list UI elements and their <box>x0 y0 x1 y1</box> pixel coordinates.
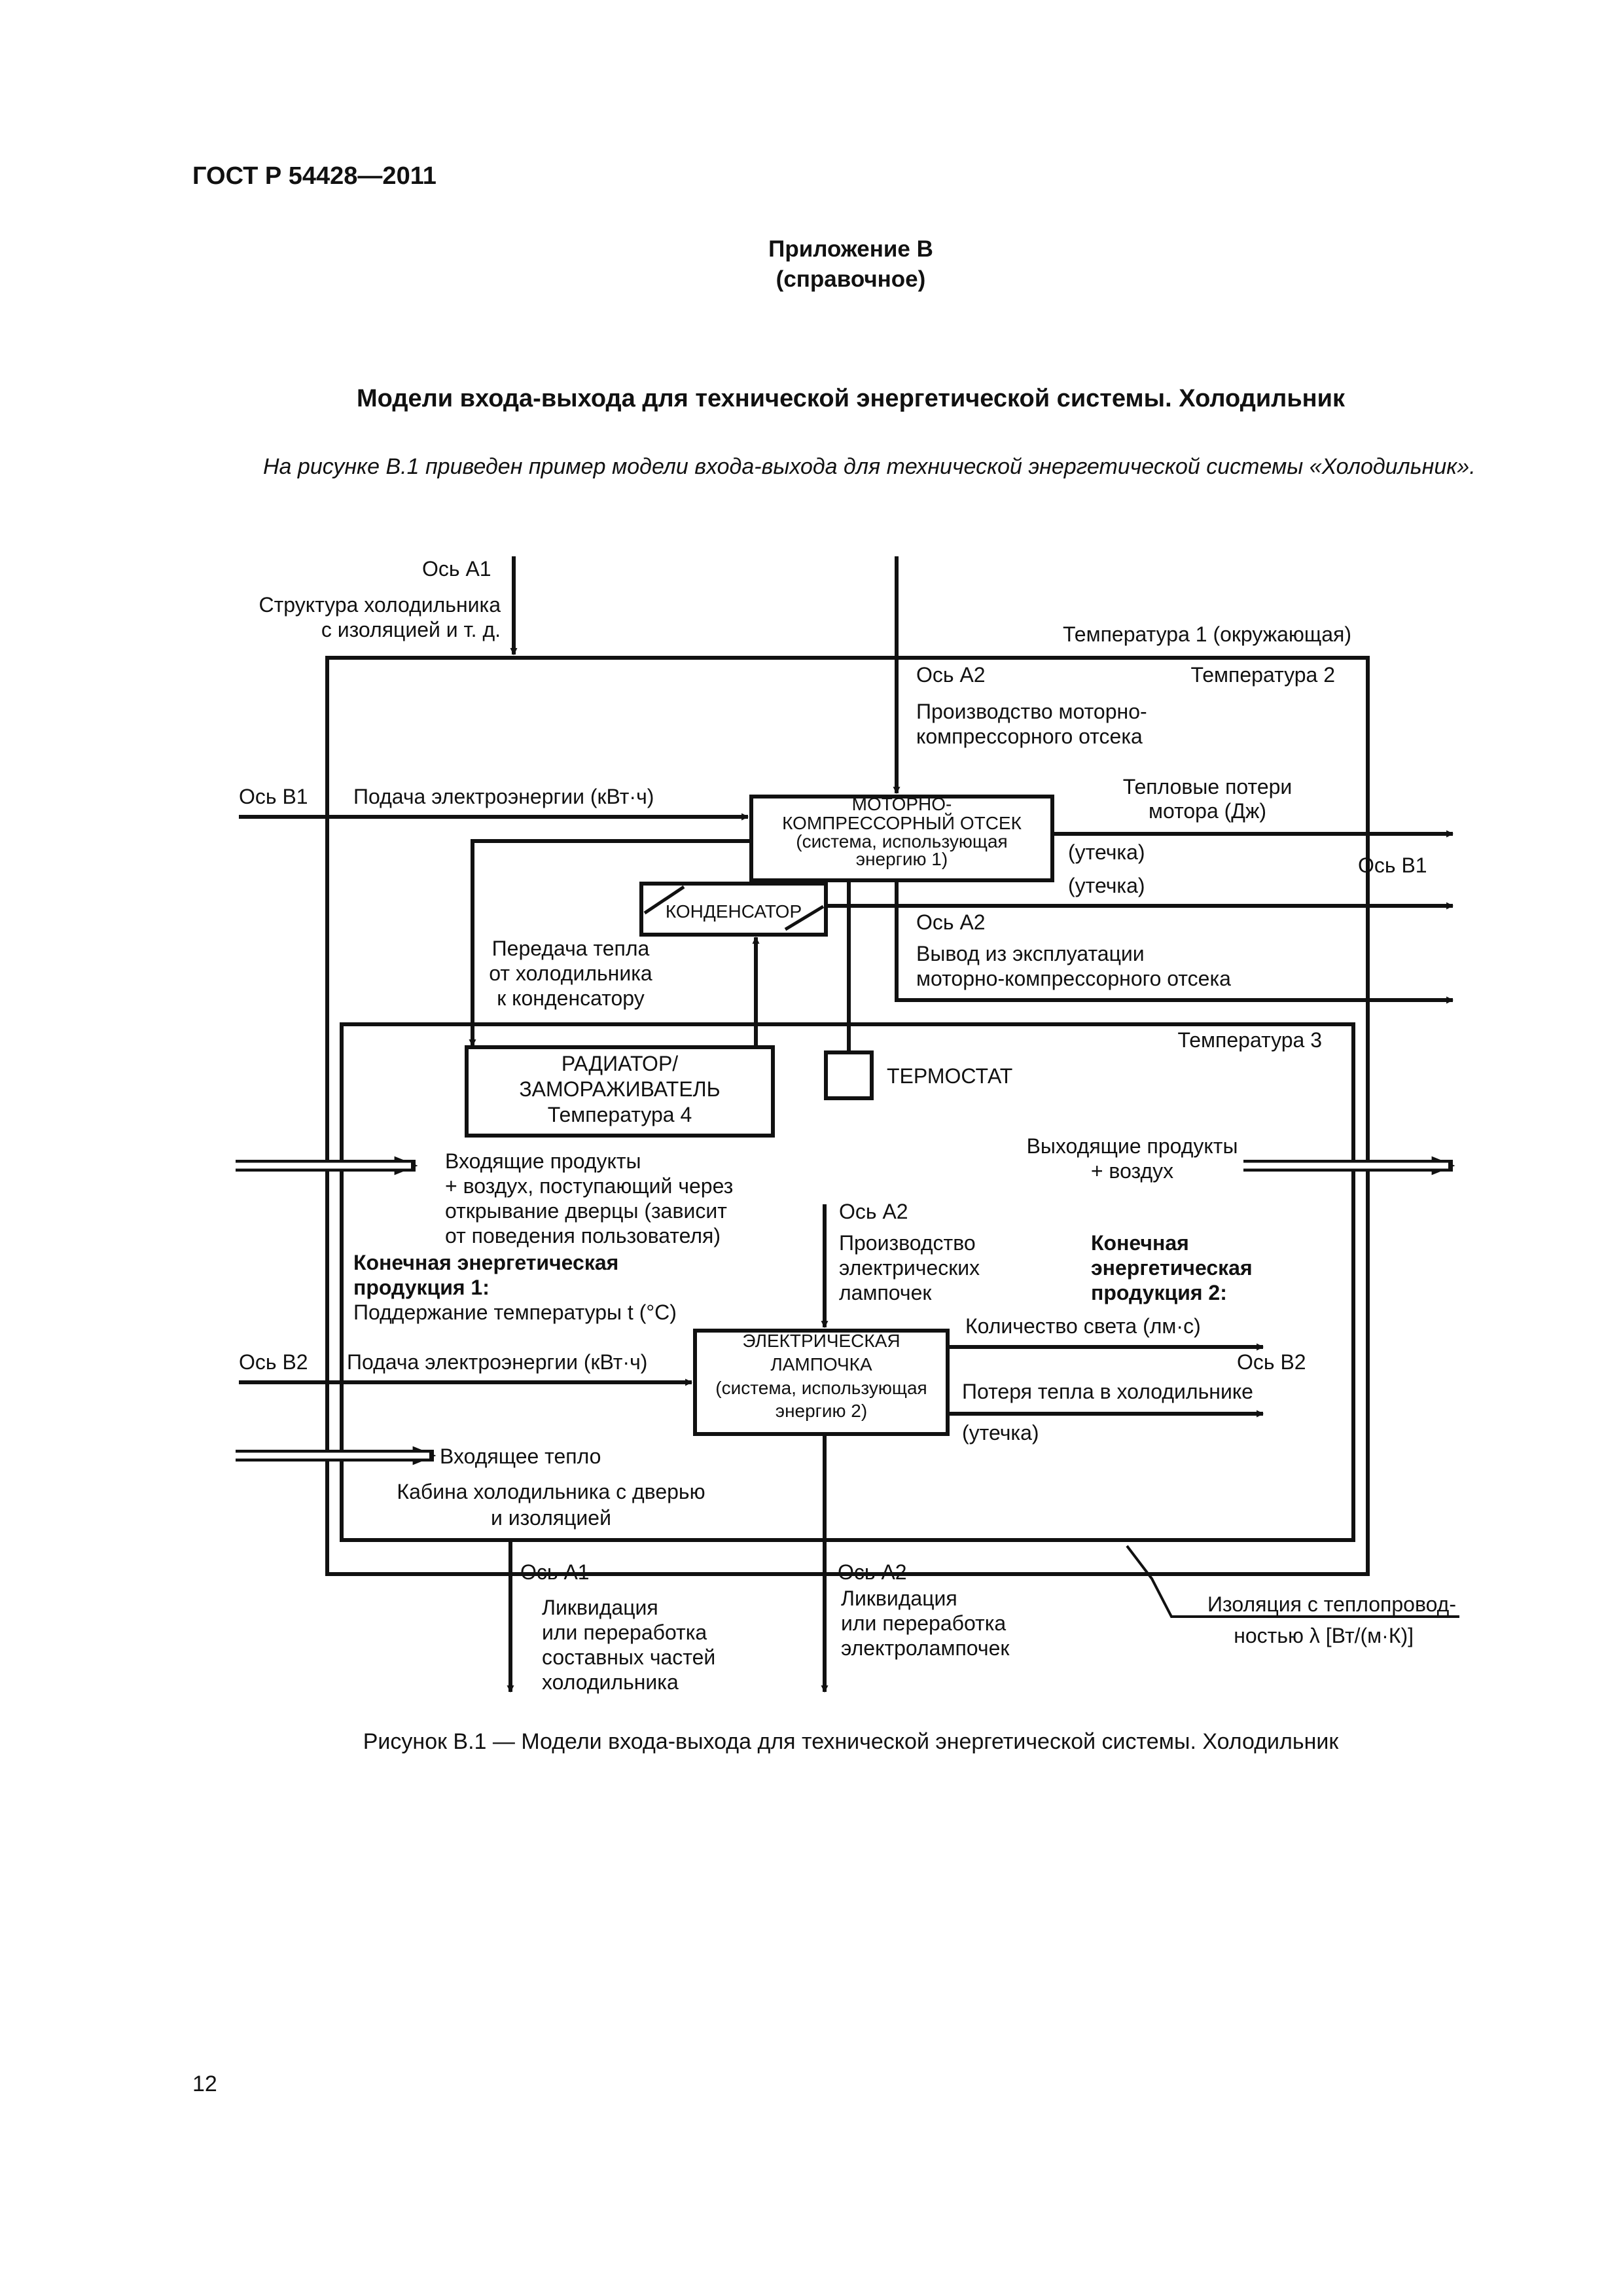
radiator-box-line-2: ЗАМОРАЖИВАТЕЛЬ <box>519 1077 720 1101</box>
axis-a2-decommission-label: Ось A2 <box>916 910 986 934</box>
outgoing-products-label-2: + воздух <box>1091 1159 1173 1183</box>
final-product-2-label-2: энергетическая <box>1091 1256 1253 1280</box>
cabin-label-1: Кабина холодильника с дверью <box>397 1480 705 1503</box>
final-product-2-label-3: продукция 2: <box>1091 1281 1227 1304</box>
insulation-label-1: Изоляция с теплопровод- <box>1207 1592 1456 1616</box>
heat-transfer-line <box>469 839 751 1047</box>
incoming-products-label-1: Входящие продукты <box>445 1149 641 1173</box>
appendix-heading: Приложение В (справочное) <box>0 234 1623 295</box>
leak-label-3: (утечка) <box>962 1421 1039 1444</box>
motor-compressor-box <box>749 795 1054 882</box>
disposal-1-label-1: Ликвидация <box>542 1596 658 1619</box>
lamp-production-label-1: Производство <box>839 1231 976 1255</box>
lamp-box-line-3: (система, использующая <box>715 1378 927 1398</box>
incoming-products-label-3: открывание дверцы (зависит <box>445 1199 727 1223</box>
motor-box-line-4: энергию 1) <box>856 849 948 869</box>
insulation-leader-line <box>1126 1545 1459 1618</box>
axis-a2-lamp-label: Ось A2 <box>839 1200 908 1223</box>
appendix-type: (справочное) <box>776 266 926 292</box>
decommission-arrow <box>895 880 1454 1004</box>
lamp-heat-loss-label: Потеря тепла в холодильнике <box>962 1380 1253 1403</box>
disposal-2-label-1: Ликвидация <box>841 1587 957 1610</box>
lamp-box-line-1: ЭЛЕКТРИЧЕСКАЯ <box>742 1331 900 1351</box>
radiator-freezer-box <box>465 1045 775 1138</box>
power-supply-1-label: Подача электроэнергии (кВт·ч) <box>353 785 654 808</box>
motor-production-label-2: компрессорного отсека <box>916 725 1143 748</box>
light-amount-label: Количество света (лм·с) <box>965 1314 1201 1338</box>
structure-label-2: с изоляцией и т. д. <box>321 618 501 641</box>
lamp-production-label-3: лампочек <box>839 1281 932 1304</box>
incoming-heat-label: Входящее тепло <box>440 1444 601 1468</box>
disposal-1-label-2: или переработка <box>542 1621 707 1644</box>
motor-box-line-2: КОМПРЕССОРНЫЙ ОТСЕК <box>782 813 1022 833</box>
intro-paragraph: На рисунке В.1 приведен пример модели вх… <box>263 454 1476 479</box>
axis-b1-left-label: Ось B1 <box>239 785 308 808</box>
cabin-label-2: и изоляцией <box>491 1506 611 1530</box>
condenser-slash-left <box>643 885 685 915</box>
heat-transfer-label-3: к конденсатору <box>497 986 644 1010</box>
leak-label-2: (утечка) <box>1068 874 1145 897</box>
leak-label-1: (утечка) <box>1068 840 1145 864</box>
figure-caption: Рисунок В.1 — Модели входа-выхода для те… <box>363 1729 1339 1754</box>
decommission-label-2: моторно-компрессорного отсека <box>916 967 1231 990</box>
heat-transfer-label-2: от холодильника <box>489 961 652 985</box>
structure-label-1: Структура холодильника <box>259 593 501 617</box>
temperature-1-label: Температура 1 (окружающая) <box>1063 622 1351 646</box>
motor-box-line-1: МОТОРНО- <box>852 794 952 814</box>
section-title: Модели входа-выхода для технической энер… <box>356 385 1346 412</box>
final-product-1-label-3: Поддержание температуры t (°С) <box>353 1300 677 1324</box>
heat-loss-label-2: мотора (Дж) <box>1149 799 1266 823</box>
axis-a2-top-label: Ось A2 <box>916 663 986 687</box>
axis-b2-right-label: Ось B2 <box>1237 1350 1306 1374</box>
final-product-1-label-2: продукция 1: <box>353 1276 490 1299</box>
final-product-2-label-1: Конечная <box>1091 1231 1189 1255</box>
condenser-box <box>639 882 828 937</box>
axis-b1-right-label: Ось B1 <box>1358 853 1427 877</box>
temperature-2-label: Температура 2 <box>1191 663 1336 687</box>
disposal-2-label-3: электролампочек <box>841 1636 1010 1660</box>
lamp-box-line-2: ЛАМПОЧКА <box>770 1354 872 1374</box>
final-product-1-label-1: Конечная энергетическая <box>353 1251 618 1274</box>
condenser-slash-right <box>784 905 825 931</box>
axis-a2-bottom-label: Ось A2 <box>838 1560 907 1584</box>
incoming-products-label-2: + воздух, поступающий через <box>445 1174 733 1198</box>
lamp-box-line-4: энергию 2) <box>776 1401 867 1421</box>
disposal-2-label-2: или переработка <box>841 1611 1006 1635</box>
thermostat-box <box>824 1050 874 1100</box>
condenser-label: КОНДЕНСАТОР <box>666 901 802 922</box>
radiator-box-line-3: Температура 4 <box>548 1103 692 1126</box>
outer-insulation-frame <box>325 656 1370 1576</box>
motor-box-line-3: (система, использующая <box>796 831 1007 852</box>
power-supply-2-label: Подача электроэнергии (кВт·ч) <box>347 1350 647 1374</box>
lamp-production-label-2: электрических <box>839 1256 980 1280</box>
heat-transfer-label-1: Передача тепла <box>492 937 650 960</box>
temperature-3-label: Температура 3 <box>1178 1028 1323 1052</box>
appendix-title: Приложение В <box>768 236 933 262</box>
insulation-label-2: ностью λ [Вт/(м·К)] <box>1234 1624 1414 1647</box>
page-number: 12 <box>192 2072 217 2096</box>
document-header: ГОСТ Р 54428—2011 <box>192 162 437 190</box>
axis-a1-bottom-label: Ось A1 <box>520 1560 590 1584</box>
decommission-label-1: Вывод из эксплуатации <box>916 942 1145 965</box>
disposal-1-label-3: составных частей <box>542 1645 715 1669</box>
axis-a1-top-label: Ось A1 <box>422 557 491 581</box>
motor-production-label-1: Производство моторно- <box>916 700 1147 723</box>
incoming-products-label-4: от поведения пользователя) <box>445 1224 721 1247</box>
thermostat-label: ТЕРМОСТАТ <box>887 1064 1012 1088</box>
outgoing-products-label-1: Выходящие продукты <box>1027 1134 1238 1158</box>
axis-b2-left-label: Ось B2 <box>239 1350 308 1374</box>
heat-loss-label-1: Тепловые потери <box>1123 775 1293 798</box>
disposal-1-label-4: холодильника <box>542 1670 679 1694</box>
radiator-box-line-1: РАДИАТОР/ <box>562 1052 678 1075</box>
electric-lamp-box <box>693 1329 950 1436</box>
